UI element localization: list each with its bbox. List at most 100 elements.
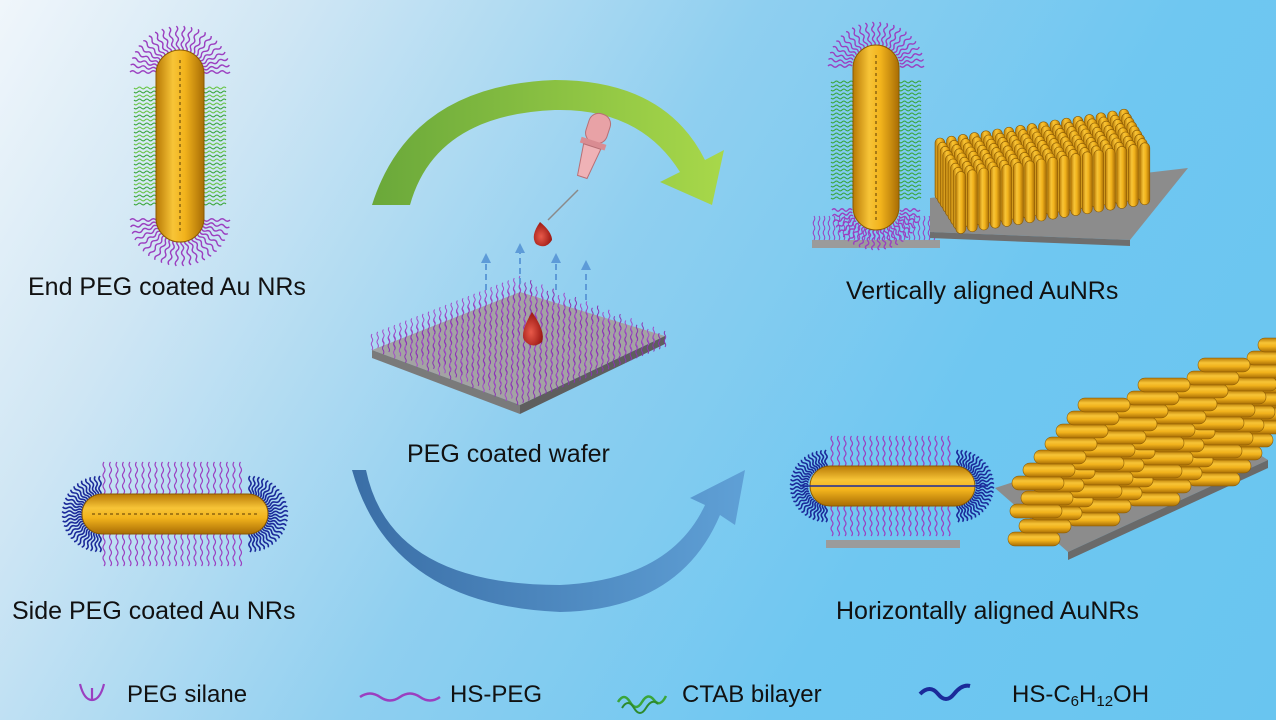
peg-chain	[512, 295, 515, 312]
peg-chain	[927, 215, 931, 241]
vertical-rod-on-substrate	[812, 21, 940, 251]
peg-chain	[518, 293, 521, 310]
peg-chain	[897, 46, 920, 59]
peg-chain	[852, 226, 865, 245]
peg-chain	[869, 505, 873, 537]
hs-c6-chain	[970, 459, 983, 474]
hs-c6-chain	[974, 469, 991, 480]
peg-chain	[483, 323, 487, 341]
ctab-chain	[898, 96, 922, 100]
legend-hs-c6-mid: H	[1079, 681, 1097, 708]
hs-c6-chain	[797, 462, 813, 475]
peg-chain	[596, 305, 600, 322]
ctab-chain	[203, 202, 227, 206]
ctab-chain	[830, 92, 854, 96]
ctab-chain	[830, 124, 854, 128]
peg-chain	[167, 238, 176, 266]
hs-c6-chain	[254, 476, 260, 498]
peg-chain	[635, 324, 639, 342]
peg-chain	[847, 224, 862, 242]
peg-chain	[921, 505, 925, 537]
peg-chain	[134, 461, 139, 495]
ctab-chain	[133, 134, 157, 138]
peg-chain	[438, 324, 441, 341]
peg-chain	[450, 319, 453, 337]
peg-chain	[197, 40, 218, 60]
ctab-chain	[830, 88, 854, 92]
hs-c6-chain	[263, 489, 280, 504]
peg-chain	[212, 461, 217, 495]
ctab-chain	[898, 160, 922, 164]
hs-c6-chain	[259, 528, 274, 545]
peg-chain	[134, 51, 160, 64]
ctab-chain	[830, 104, 854, 108]
peg-chain	[141, 461, 145, 495]
peg-chain	[573, 331, 576, 349]
peg-chain	[585, 327, 588, 344]
peg-chain	[940, 505, 945, 537]
peg-chain	[203, 218, 231, 222]
ctab-chain	[133, 118, 157, 122]
peg-chain	[898, 52, 923, 62]
ctab-chain	[830, 148, 854, 152]
hs-c6-chain	[816, 502, 822, 522]
peg-chain	[595, 348, 599, 366]
peg-chain	[467, 295, 470, 313]
array-rod	[1070, 153, 1082, 216]
horizontal-rod-stack	[995, 337, 1276, 560]
hs-c6-chain	[811, 452, 821, 470]
peg-chain	[836, 435, 841, 467]
peg-chain	[173, 533, 178, 567]
ctab-chain	[898, 180, 922, 184]
ctab-chain	[830, 156, 854, 160]
peg-chain	[191, 237, 206, 261]
peg-chain	[856, 435, 860, 467]
peg-chain	[652, 326, 655, 344]
peg-chain	[833, 214, 854, 223]
hs-c6-chain	[73, 526, 88, 543]
peg-chain	[641, 322, 644, 339]
ctab-chain	[830, 140, 854, 144]
peg-chain	[647, 328, 650, 346]
hs-c6-chain	[819, 449, 826, 469]
peg-chain	[530, 279, 533, 297]
hs-c6-chain	[966, 453, 976, 471]
peg-brush-top	[827, 21, 925, 68]
hs-c6-chain	[975, 485, 995, 490]
ctab-chain	[203, 186, 227, 190]
peg-chain	[449, 345, 452, 363]
peg-chain	[506, 332, 509, 349]
peg-chain	[202, 58, 229, 68]
peg-chain	[552, 288, 555, 305]
hs-c6-chain	[69, 489, 87, 503]
peg-chain	[895, 41, 917, 56]
peg-chain	[167, 461, 171, 495]
peg-chain	[183, 239, 192, 266]
ctab-chain	[133, 114, 157, 118]
ctab-chain	[898, 92, 922, 96]
peg-chain	[557, 320, 560, 338]
peg-chain	[188, 28, 200, 55]
ctab-chain	[133, 186, 157, 190]
hs-c6-chain	[251, 475, 256, 497]
ctab-chain	[203, 94, 227, 98]
ctab-chain	[203, 146, 227, 150]
peg-chain	[831, 208, 853, 212]
peg-chain	[504, 384, 507, 402]
hs-c6-chain	[794, 466, 812, 477]
hs-c6-chain	[975, 488, 995, 494]
peg-chain	[410, 318, 413, 335]
peg-chain	[168, 26, 177, 53]
stack-rod	[1033, 449, 1087, 465]
ctab-chain	[203, 150, 227, 154]
stack-rod	[1018, 518, 1072, 534]
legend-peg-silane: PEG silane	[127, 681, 248, 708]
hs-c6-chain	[267, 516, 288, 522]
ctab-chain	[830, 108, 854, 112]
peg-chain	[922, 215, 926, 241]
peg-chain	[203, 70, 231, 74]
peg-chain	[232, 533, 236, 567]
hs-c6-chain	[267, 509, 289, 515]
peg-chain	[551, 323, 554, 340]
peg-chain	[887, 27, 901, 50]
